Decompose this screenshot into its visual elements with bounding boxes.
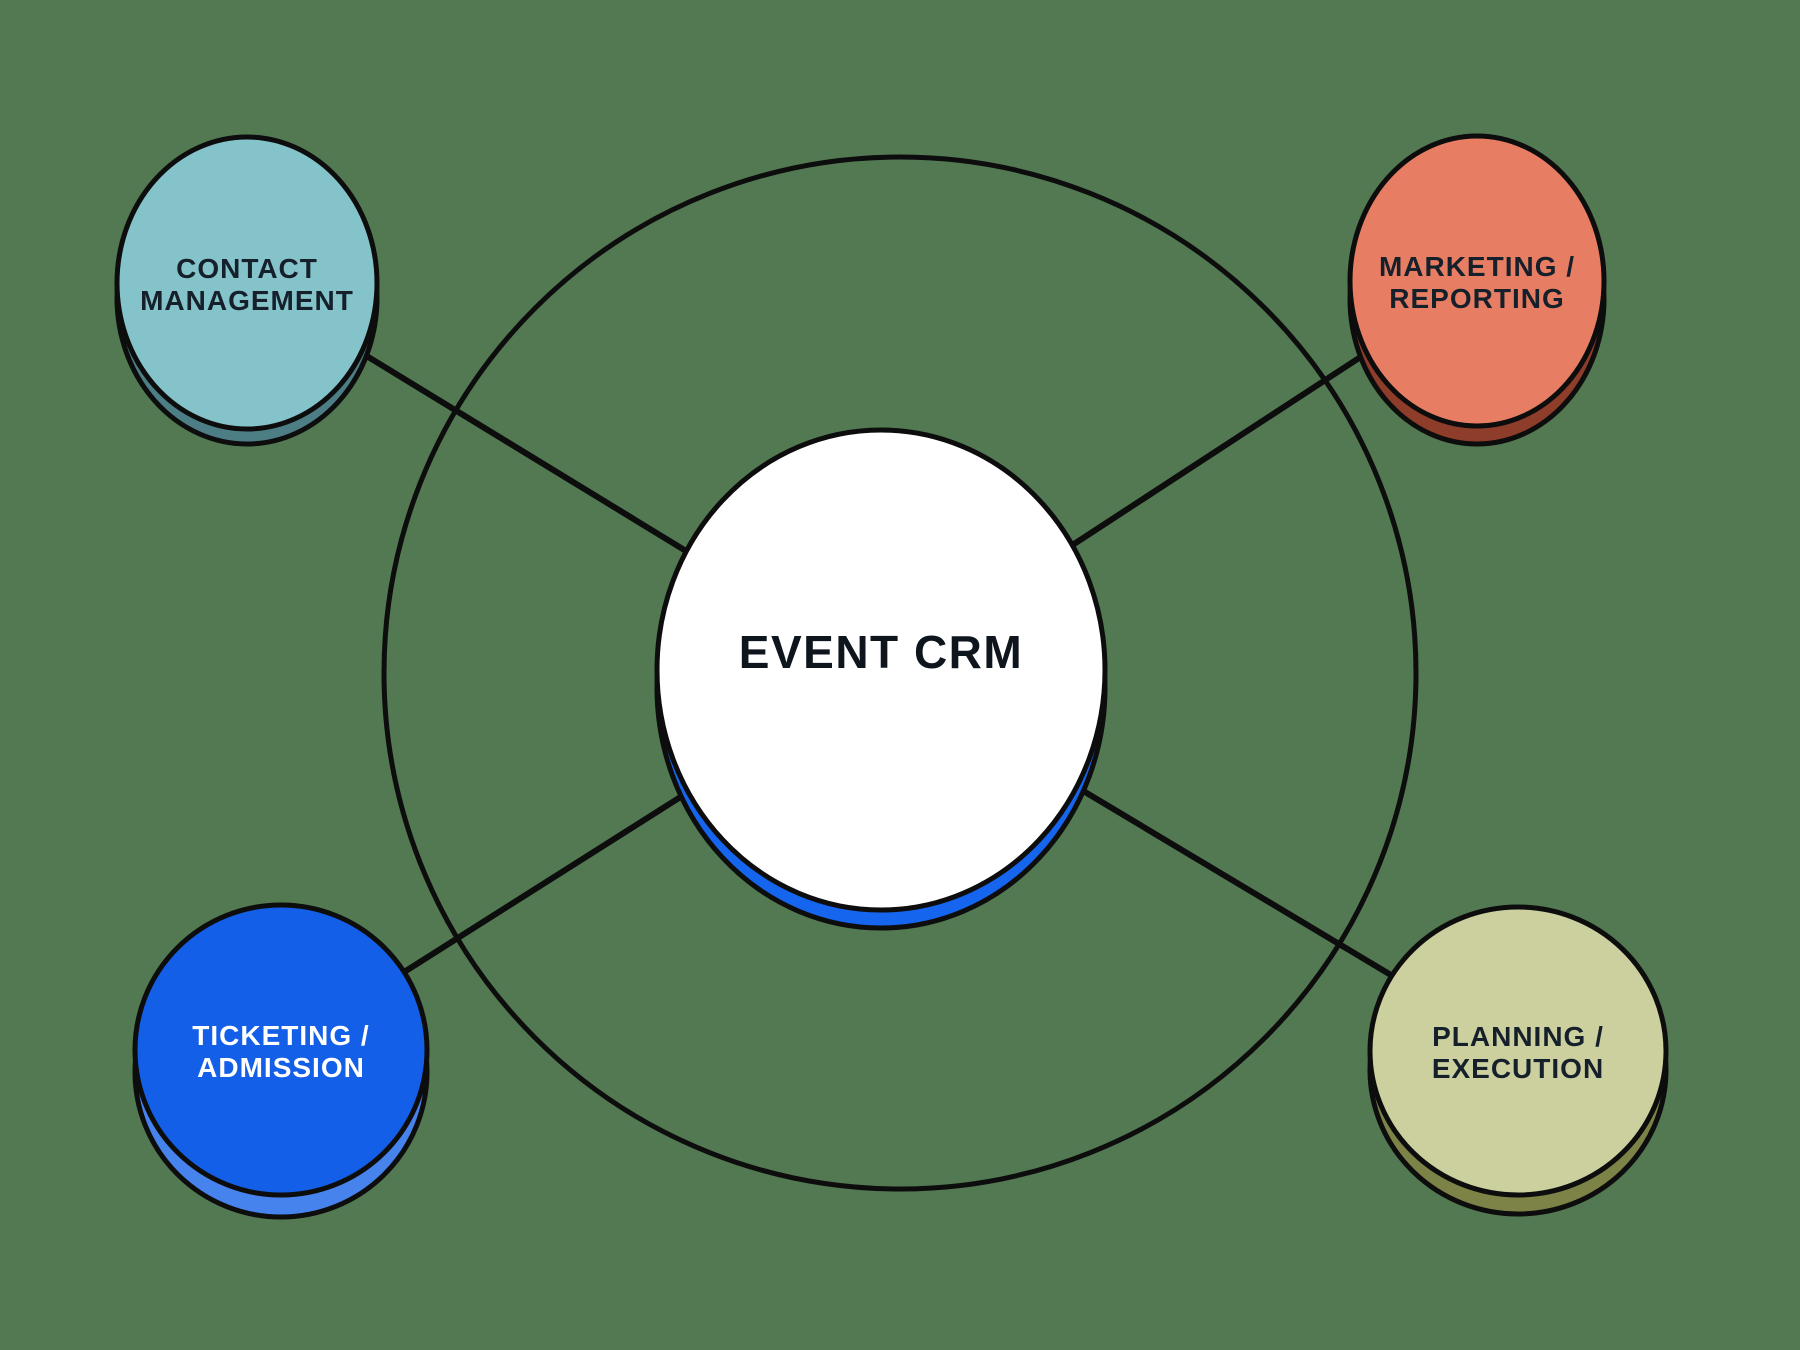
node-planning-execution-face [1367, 904, 1669, 1198]
node-ticketing-admission-label-line1: TICKETING / [192, 1020, 369, 1051]
node-contact-management: CONTACT MANAGEMENT [114, 134, 380, 447]
node-event-crm: EVENT CRM [654, 427, 1108, 931]
node-marketing-reporting-label-line2: REPORTING [1389, 283, 1564, 314]
node-planning-execution: PLANNING / EXECUTION [1367, 904, 1669, 1217]
node-planning-execution-label-line2: EXECUTION [1432, 1053, 1604, 1084]
node-ticketing-admission: TICKETING / ADMISSION [132, 902, 430, 1220]
node-contact-management-label-line1: CONTACT [176, 253, 318, 284]
orbit-ring [381, 154, 1419, 1192]
node-contact-management-label-line2: MANAGEMENT [140, 285, 354, 316]
node-marketing-reporting-label-line1: MARKETING / [1379, 251, 1575, 282]
node-planning-execution-label-line1: PLANNING / [1432, 1021, 1604, 1052]
node-marketing-reporting: MARKETING / REPORTING [1347, 133, 1607, 447]
node-marketing-reporting-face [1347, 133, 1607, 429]
node-ticketing-admission-face [132, 902, 430, 1198]
node-event-crm-face [654, 427, 1108, 913]
node-contact-management-face [114, 134, 380, 432]
node-event-crm-label: EVENT CRM [739, 626, 1023, 678]
node-ticketing-admission-label-line2: ADMISSION [197, 1052, 365, 1083]
